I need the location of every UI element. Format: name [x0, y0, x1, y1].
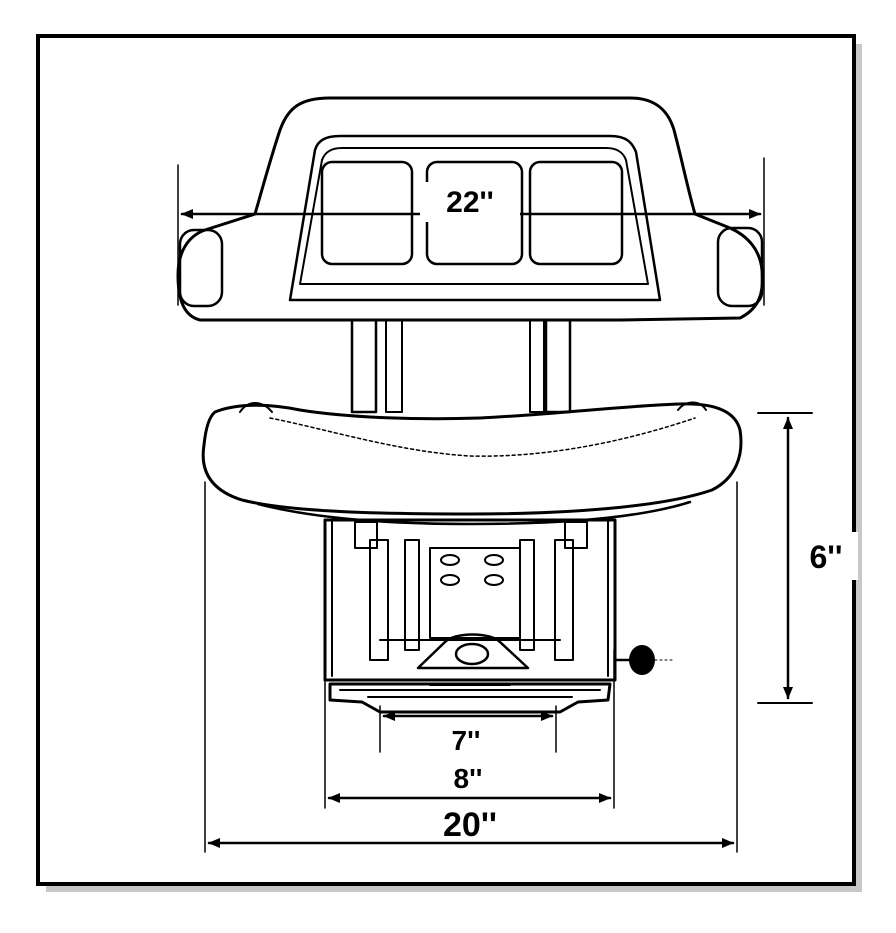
seat-cushion — [201, 401, 743, 526]
backrest-posts — [350, 318, 572, 414]
base-plate — [328, 682, 612, 714]
dimension-labels: 22'' 6'' 7'' 8'' 20'' — [420, 182, 858, 844]
label-20: 20'' — [443, 806, 497, 844]
suspension-mechanism — [323, 518, 617, 682]
dimension-lines — [177, 157, 813, 853]
adjustment-knob — [613, 645, 673, 675]
label-6: 6'' — [809, 539, 842, 575]
label-8: 8'' — [454, 763, 483, 794]
label-7: 7'' — [452, 725, 481, 756]
label-22: 22'' — [446, 186, 494, 219]
